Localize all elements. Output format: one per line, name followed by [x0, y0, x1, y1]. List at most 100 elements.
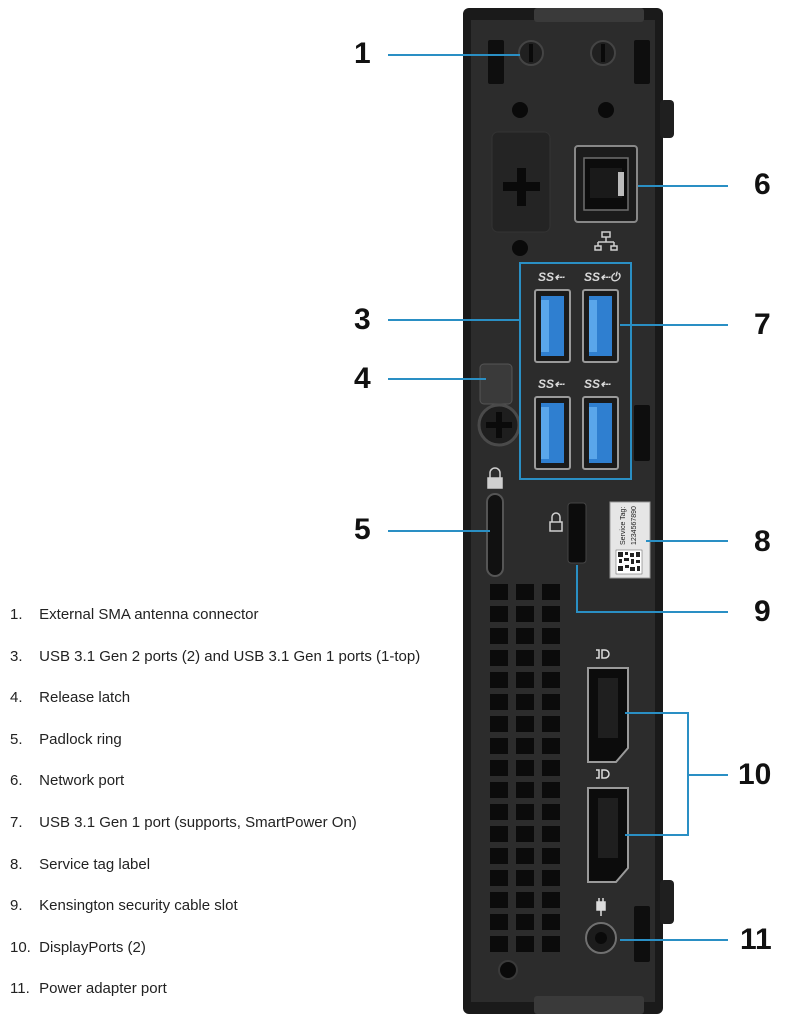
vent-hole	[542, 892, 560, 908]
vent-hole	[490, 694, 508, 710]
vent-hole	[516, 760, 534, 776]
callout-9: 9	[754, 595, 771, 628]
displayport-icon-top	[596, 649, 610, 659]
usb-port-top-left	[534, 289, 571, 363]
vent-hole	[516, 716, 534, 732]
callout-7: 7	[754, 308, 771, 341]
vent-hole	[516, 936, 534, 952]
legend-item: 6. Network port	[10, 772, 125, 790]
vent-hole	[490, 782, 508, 798]
legend-item: 3. USB 3.1 Gen 2 ports (2) and USB 3.1 G…	[10, 647, 421, 665]
vent-hole	[516, 804, 534, 820]
vent-hole	[542, 826, 560, 842]
usb-port-bottom-left	[534, 396, 571, 470]
vent-hole	[490, 826, 508, 842]
vent-hole	[516, 870, 534, 886]
vent-hole	[516, 826, 534, 842]
vent-hole	[542, 672, 560, 688]
padlock-icon	[487, 467, 503, 489]
vent-hole	[516, 606, 534, 622]
displayport-icon-bottom	[596, 769, 610, 779]
vent-hole	[542, 650, 560, 666]
vent-hole	[542, 804, 560, 820]
vent-hole	[490, 848, 508, 864]
legend-item: 10. DisplayPorts (2)	[10, 938, 146, 956]
vent-hole	[516, 914, 534, 930]
vent-hole	[490, 936, 508, 952]
vent-hole	[516, 848, 534, 864]
vent-hole	[516, 694, 534, 710]
power-plug-icon	[596, 898, 606, 916]
vent-hole	[516, 892, 534, 908]
vent-hole	[516, 782, 534, 798]
kensington-slot	[567, 502, 587, 564]
vent-hole	[490, 738, 508, 754]
vent-hole	[542, 584, 560, 600]
vent-hole	[542, 716, 560, 732]
vent-hole	[516, 672, 534, 688]
vent-hole	[490, 760, 508, 776]
service-tag-line1: Service Tag:	[620, 507, 627, 545]
vent-hole	[490, 650, 508, 666]
padlock-ring	[486, 493, 504, 577]
usb-ss-icon-1: SS⇠	[538, 270, 565, 284]
callout-line-9	[576, 565, 728, 613]
callout-6: 6	[754, 168, 771, 201]
screw-hole-3	[512, 240, 528, 256]
top-vent-left	[488, 40, 504, 84]
network-icon	[594, 231, 618, 251]
screw-hole-1	[512, 102, 528, 118]
legend-item: 4. Release latch	[10, 689, 131, 707]
usb-port-top-right	[582, 289, 619, 363]
callout-lines	[388, 54, 728, 941]
vent-hole	[490, 892, 508, 908]
vent-hole	[516, 584, 534, 600]
port-legend: 1. External SMA antenna connector 3. USB…	[10, 604, 420, 1020]
displayport-top	[587, 667, 629, 763]
vent-hole	[542, 738, 560, 754]
vent-hole	[490, 914, 508, 930]
sma-antenna-connector-right	[590, 40, 616, 66]
service-tag-label: Service Tag: 1234567890	[609, 501, 651, 579]
network-port	[574, 145, 638, 223]
callout-8: 8	[754, 525, 771, 558]
callout-11: 11	[740, 923, 772, 956]
screw-hole-2	[598, 102, 614, 118]
vent-hole	[542, 870, 560, 886]
vent-hole	[542, 760, 560, 776]
callout-bracket-3	[519, 262, 632, 480]
vent-hole	[490, 804, 508, 820]
vent-hole	[490, 716, 508, 732]
vent-grid	[490, 584, 560, 952]
usb-ss10-icon-4: SS⇠	[584, 377, 611, 391]
usb-ss10-icon-3: SS⇠	[538, 377, 565, 391]
displayport-bottom	[587, 787, 629, 883]
power-adapter-port	[585, 922, 617, 954]
vent-hole	[490, 870, 508, 886]
usb-port-bottom-right	[582, 396, 619, 470]
callout-5: 5	[354, 513, 371, 546]
callout-3: 3	[354, 303, 371, 336]
vent-hole	[542, 782, 560, 798]
callout-1: 1	[354, 37, 371, 70]
vent-hole	[516, 628, 534, 644]
cross-mark-icon	[503, 168, 540, 206]
top-foot	[534, 8, 644, 22]
kensington-lock-icon	[549, 512, 563, 532]
side-tab-top	[660, 100, 674, 138]
release-latch	[477, 363, 521, 447]
vent-hole	[490, 628, 508, 644]
vent-hole	[490, 672, 508, 688]
top-vent-right	[634, 40, 650, 84]
vent-hole	[490, 584, 508, 600]
qr-code	[615, 549, 643, 575]
sma-antenna-connector-left	[518, 40, 544, 66]
callout-4: 4	[354, 362, 371, 395]
vent-hole	[542, 936, 560, 952]
side-slot	[634, 405, 650, 461]
vent-hole	[542, 694, 560, 710]
legend-item: 9. Kensington security cable slot	[10, 897, 238, 915]
usb-ss-icon-2: SS⇠⏻	[584, 270, 621, 284]
